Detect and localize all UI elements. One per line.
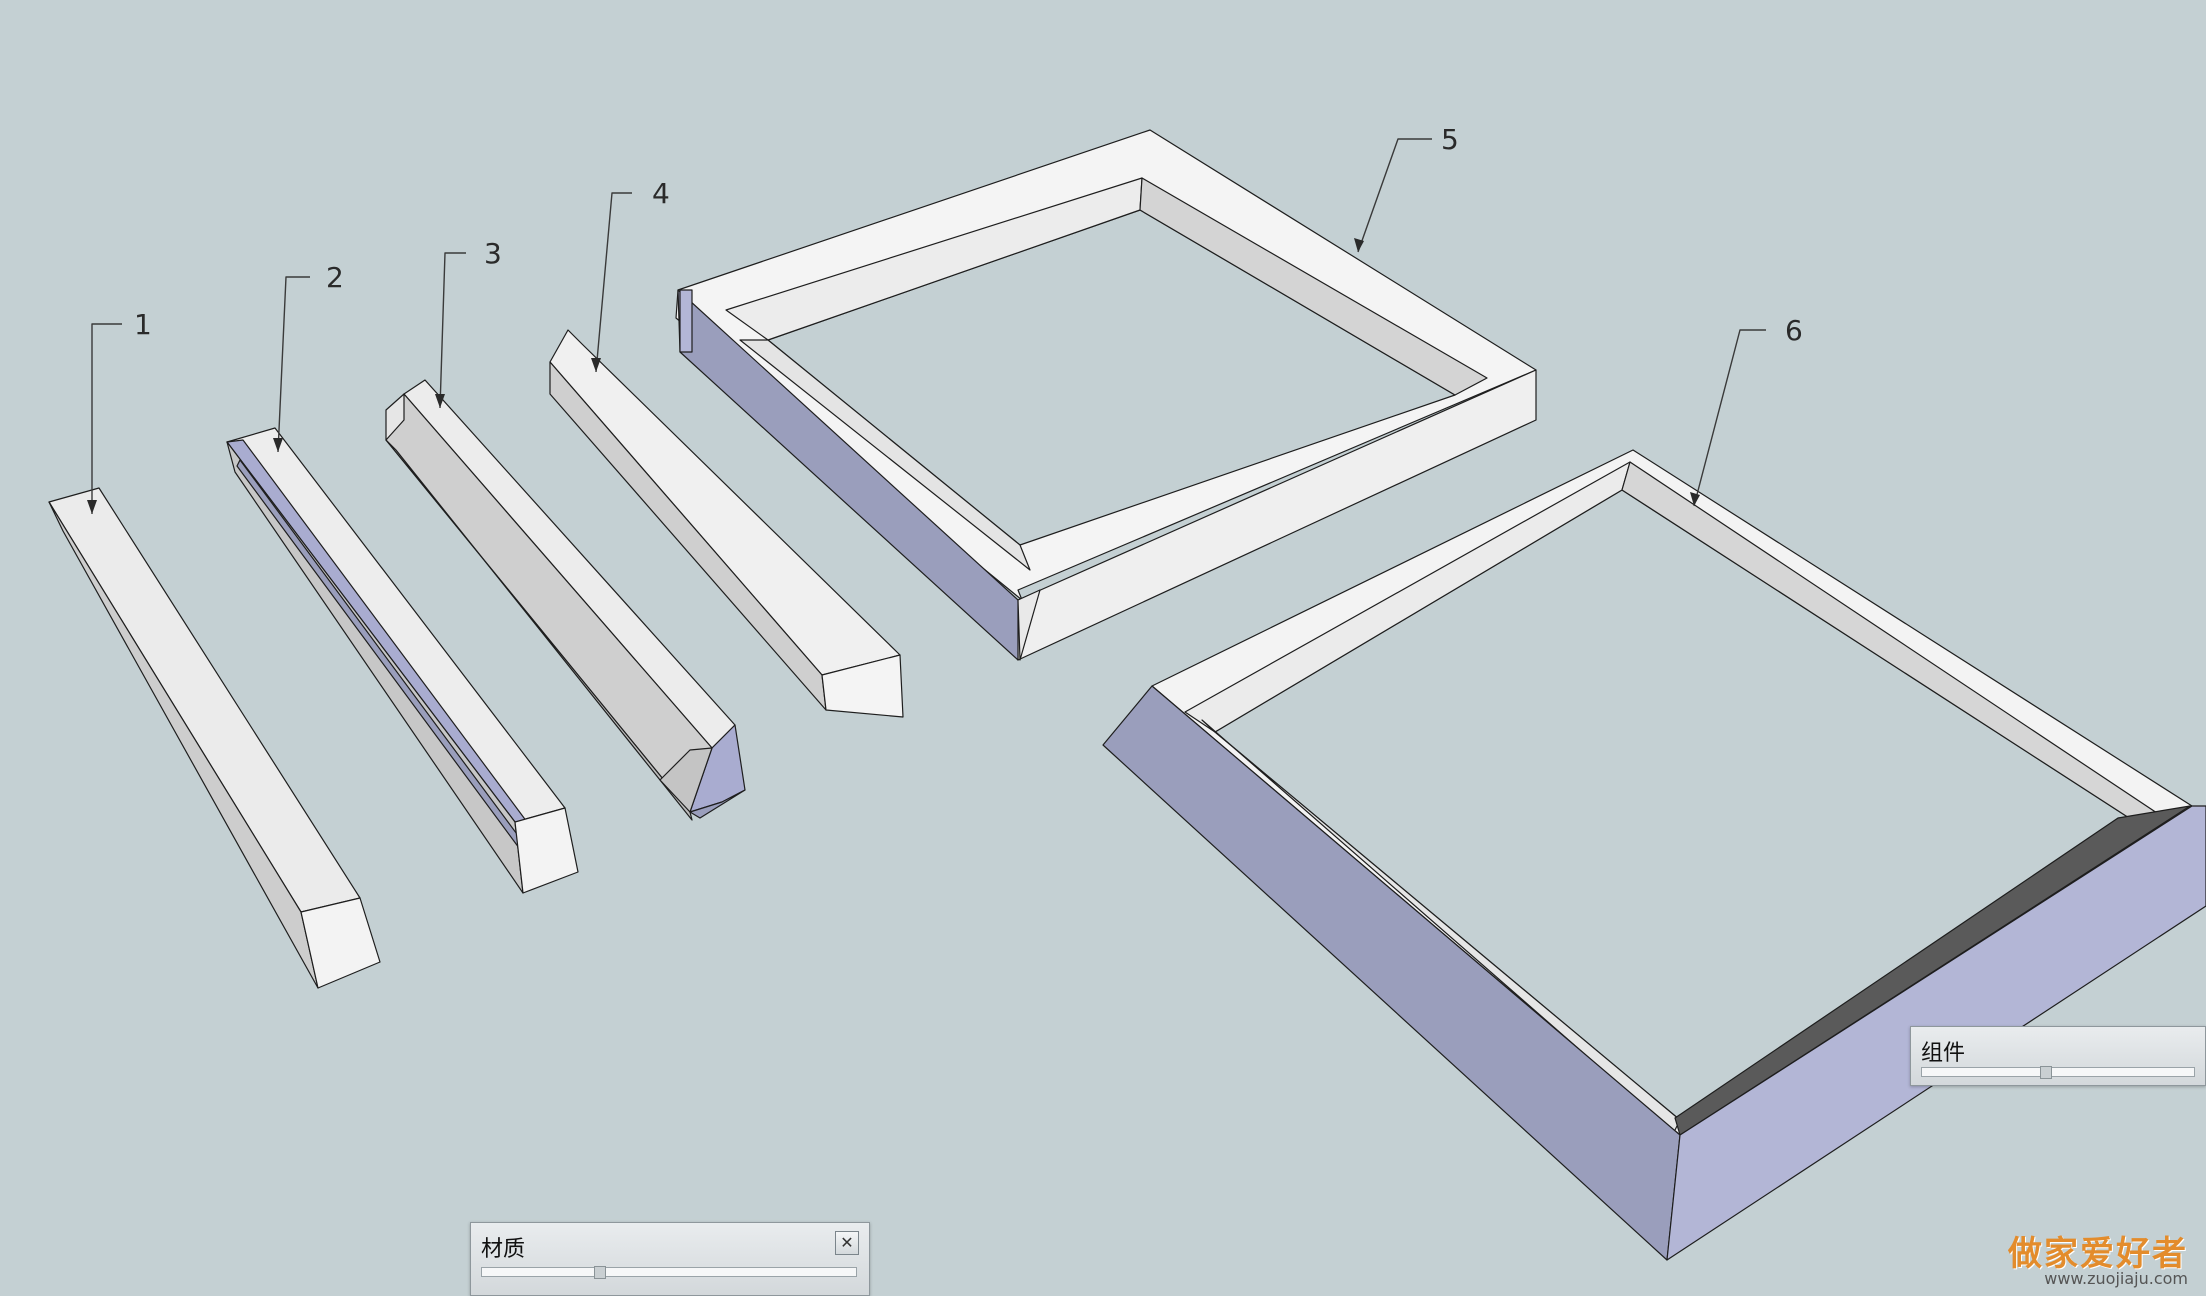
close-icon[interactable]: ✕ <box>835 1231 859 1255</box>
molding-piece-4[interactable] <box>549 329 904 718</box>
materials-panel[interactable]: 材质 ✕ <box>470 1222 870 1296</box>
callout-label-1: 1 <box>134 308 152 341</box>
callout-label-4: 4 <box>652 177 670 210</box>
watermark-logo: 做家爱好者 <box>2008 1234 2188 1274</box>
materials-panel-title: 材质 <box>481 1237 526 1262</box>
molding-piece-3[interactable] <box>385 379 746 821</box>
watermark-url: www.zuojiaju.com <box>2044 1269 2188 1288</box>
site-watermark: 做家爱好者 www.zuojiaju.com <box>1998 1226 2188 1288</box>
molding-piece-2[interactable] <box>226 427 579 894</box>
slider-thumb[interactable] <box>594 1266 606 1279</box>
components-panel-title: 组件 <box>1921 1041 1966 1066</box>
callout-label-3: 3 <box>484 237 502 270</box>
molding-piece-1[interactable] <box>48 487 381 989</box>
callout-label-2: 2 <box>326 261 344 294</box>
materials-panel-slider[interactable] <box>481 1266 857 1279</box>
slider-thumb[interactable] <box>2040 1066 2052 1079</box>
callout-leaders <box>91 138 1766 514</box>
frame-assembly-5[interactable] <box>675 129 1537 661</box>
callout-label-6: 6 <box>1785 314 1803 347</box>
callout-arrowheads <box>87 238 1700 514</box>
components-panel-slider[interactable] <box>1921 1066 2195 1079</box>
frame-assembly-6[interactable] <box>1102 449 2206 1261</box>
callout-label-5: 5 <box>1441 123 1459 156</box>
components-panel[interactable]: 组件 <box>1910 1026 2206 1086</box>
